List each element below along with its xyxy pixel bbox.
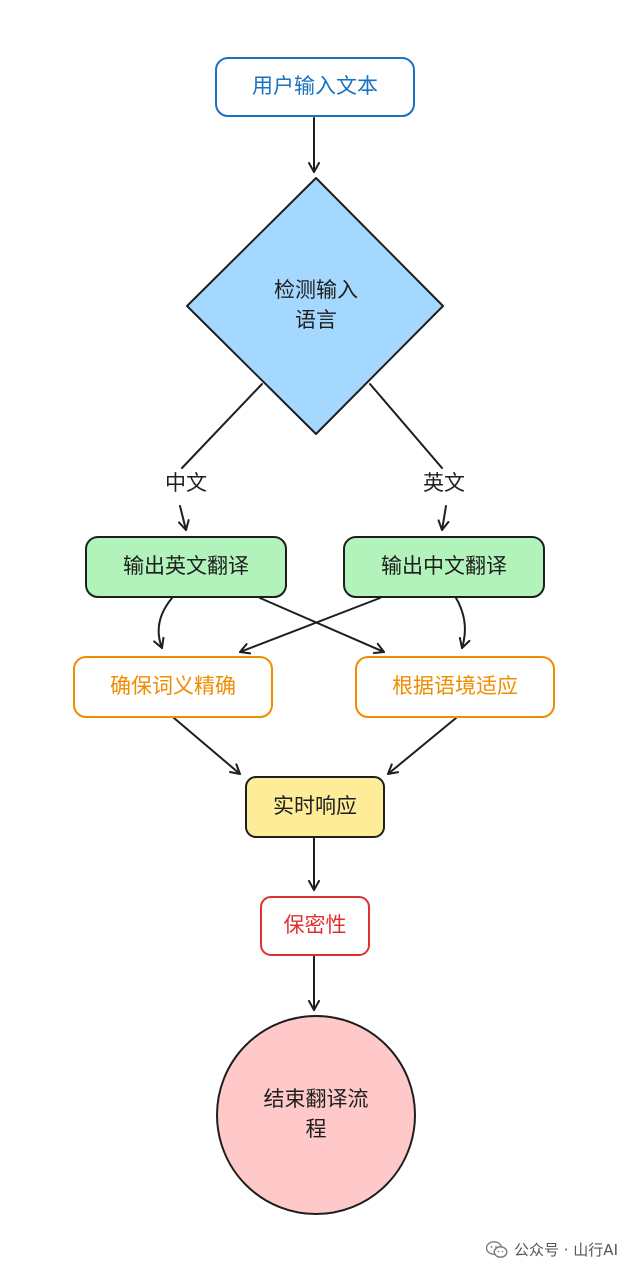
node-out-zh: 输出中文翻译 <box>343 536 545 598</box>
edge-detect-to-out-en <box>180 383 263 530</box>
node-privacy-label: 保密性 <box>284 913 347 937</box>
node-end-label-line1: 结束翻译流 <box>264 1087 369 1111</box>
node-detect-diamond <box>186 177 444 435</box>
edge-accurate-to-realtime <box>173 717 241 775</box>
node-end-label-line2: 程 <box>306 1117 327 1141</box>
node-realtime-label: 实时响应 <box>273 794 357 818</box>
node-realtime-box <box>245 776 385 838</box>
watermark-text: 公众号 · 山行AI <box>514 1241 618 1259</box>
node-context-label: 根据语境适应 <box>392 674 518 698</box>
node-detect-label-line1: 检测输入 <box>274 278 358 302</box>
node-accurate-label: 确保词义精确 <box>110 674 236 698</box>
node-out-en-box <box>85 536 287 598</box>
edges <box>153 117 471 1011</box>
edge-out-zh-to-accurate <box>239 597 381 655</box>
node-detect: 检测输入 语言 <box>186 177 444 435</box>
edge-label-english: 英文 <box>423 471 465 495</box>
node-end: 结束翻译流 程 <box>216 1015 416 1215</box>
node-accurate-box <box>73 656 273 718</box>
node-start: 用户输入文本 <box>215 57 415 117</box>
node-end-circle <box>216 1015 416 1215</box>
node-out-en-label: 输出英文翻译 <box>123 554 249 578</box>
edge-label-chinese: 中文 <box>165 471 207 495</box>
node-out-zh-label: 输出中文翻译 <box>381 554 507 578</box>
node-start-box <box>215 57 415 117</box>
node-privacy: 保密性 <box>260 896 370 956</box>
node-privacy-box <box>260 896 370 956</box>
watermark: 公众号 · 山行AI <box>486 1239 618 1260</box>
node-context-box <box>355 656 555 718</box>
wechat-icon <box>486 1240 508 1258</box>
node-detect-label-line2: 语言 <box>295 308 337 332</box>
edge-detect-to-out-zh <box>369 383 446 530</box>
edge-out-en-to-accurate <box>153 597 173 649</box>
edge-context-to-realtime <box>387 717 457 775</box>
edge-out-zh-to-context <box>455 597 471 649</box>
node-context: 根据语境适应 <box>355 656 555 718</box>
node-start-label: 用户输入文本 <box>252 74 378 98</box>
node-accurate: 确保词义精确 <box>73 656 273 718</box>
node-realtime: 实时响应 <box>245 776 385 838</box>
node-out-en: 输出英文翻译 <box>85 536 287 598</box>
edge-out-en-to-context <box>259 597 385 654</box>
node-out-zh-box <box>343 536 545 598</box>
